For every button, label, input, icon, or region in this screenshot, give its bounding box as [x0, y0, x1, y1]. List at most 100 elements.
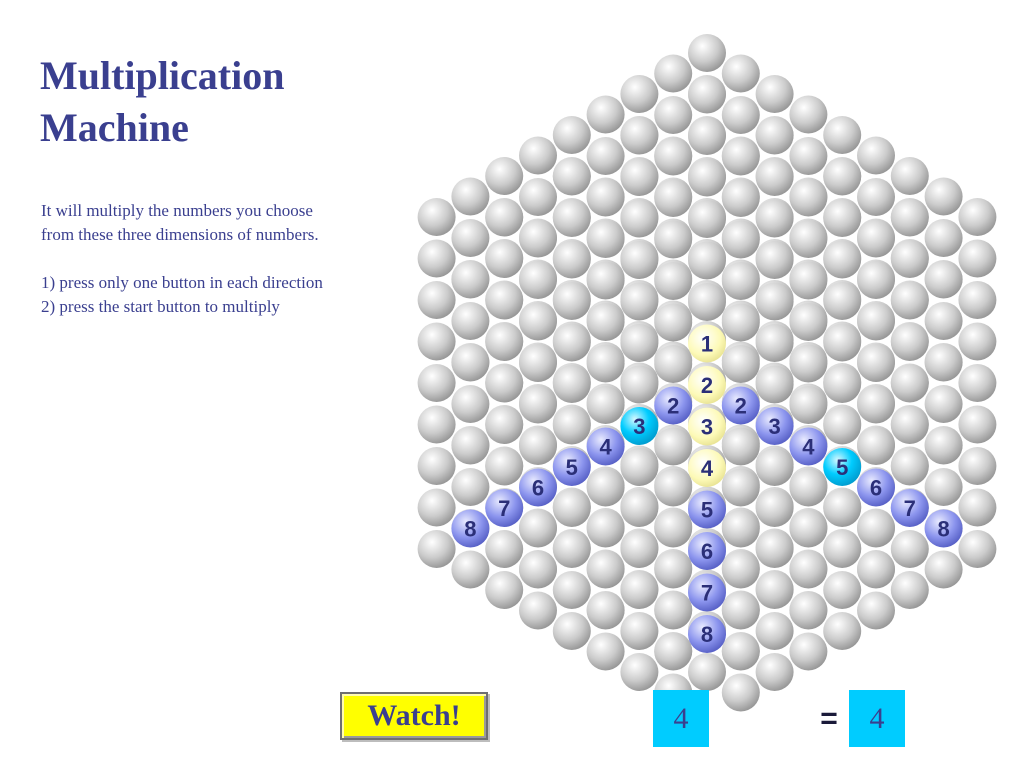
grey-ball	[890, 364, 929, 403]
grey-ball	[789, 261, 828, 300]
right-dimension-button-6[interactable]: 6	[857, 468, 895, 507]
left-dimension-button-6[interactable]: 6	[519, 468, 557, 507]
grey-ball	[924, 260, 963, 299]
grey-ball	[519, 385, 557, 424]
left-dimension-button-4-label: 4	[599, 435, 612, 460]
left-dimension-button-6-label: 6	[532, 476, 544, 501]
grey-ball	[823, 116, 862, 154]
right-dimension-button-8-ball[interactable]	[924, 509, 963, 548]
grey-ball	[654, 54, 693, 93]
left-dimension-button-4-ball[interactable]	[586, 427, 625, 466]
grey-ball	[654, 96, 693, 134]
grey-ball	[451, 177, 490, 216]
grey-ball	[451, 468, 490, 506]
vertical-dimension-button-4[interactable]: 4	[688, 449, 726, 487]
vertical-dimension-button-1[interactable]: 1	[688, 324, 726, 363]
grey-ball	[755, 571, 794, 609]
grey-ball	[857, 219, 895, 258]
grey-ball	[789, 220, 828, 258]
grey-ball	[620, 448, 659, 486]
grey-ball	[654, 468, 693, 507]
right-dimension-button-4[interactable]: 4	[789, 427, 828, 466]
vertical-dimension-button-2-ball[interactable]	[688, 366, 726, 404]
vertical-dimension-button-5-ball[interactable]	[688, 490, 726, 529]
vertical-dimension-button-8-ball[interactable]	[688, 615, 726, 653]
grey-ball	[586, 468, 625, 507]
left-dimension-button-8[interactable]: 8	[451, 509, 490, 548]
grey-ball	[890, 240, 929, 278]
left-dimension-button-2[interactable]: 2	[654, 386, 693, 425]
right-dimension-button-7[interactable]: 7	[890, 489, 929, 527]
right-dimension-button-2-ball[interactable]	[721, 386, 760, 425]
left-dimension-button-5[interactable]: 5	[552, 448, 591, 486]
right-dimension-button-4-ball[interactable]	[789, 427, 828, 466]
right-dimension-button-5-ball[interactable]	[823, 448, 862, 486]
right-dimension-button-8[interactable]: 8	[924, 509, 963, 548]
grey-ball	[451, 426, 490, 465]
left-dimension-button-3[interactable]: 3	[620, 407, 659, 445]
vertical-dimension-button-2-label: 2	[701, 373, 713, 398]
grey-ball	[823, 612, 862, 650]
grey-ball	[552, 199, 591, 237]
grey-ball	[519, 178, 557, 216]
grey-ball	[485, 323, 524, 361]
grey-ball	[688, 241, 726, 280]
grey-ball	[721, 673, 760, 712]
left-dimension-button-7-ball[interactable]	[485, 489, 524, 527]
vertical-dimension-button-2[interactable]: 2	[688, 366, 726, 404]
grey-ball	[857, 385, 895, 424]
grey-ball	[620, 241, 659, 279]
left-dimension-button-3-ball[interactable]	[620, 407, 659, 445]
right-dimension-button-3-label: 3	[768, 414, 780, 439]
vertical-dimension-button-8-label: 8	[701, 622, 713, 647]
vertical-dimension-button-7[interactable]: 7	[688, 573, 726, 612]
grey-ball	[755, 158, 794, 196]
vertical-dimension-button-3[interactable]: 3	[688, 407, 726, 446]
left-dimension-button-2-ball[interactable]	[654, 386, 693, 425]
grey-ball	[552, 282, 591, 320]
grey-ball	[857, 302, 895, 341]
vertical-dimension-button-6-ball[interactable]	[688, 532, 726, 570]
vertical-dimension-button-6[interactable]: 6	[688, 532, 726, 570]
watch-start-button[interactable]: Watch!	[340, 692, 488, 740]
left-dimension-button-4[interactable]: 4	[586, 427, 625, 466]
grey-ball	[721, 550, 760, 589]
instructions: It will multiply the numbers you choose …	[41, 199, 401, 319]
vertical-dimension-button-4-ball[interactable]	[688, 449, 726, 487]
grey-ball	[552, 406, 591, 445]
factor-display-box: 4	[653, 690, 709, 747]
vertical-dimension-button-3-label: 3	[701, 415, 713, 440]
grey-ball	[620, 489, 659, 527]
grey-ball	[890, 323, 929, 361]
grey-ball	[755, 116, 794, 155]
left-dimension-button-5-ball[interactable]	[552, 448, 591, 486]
grey-ball	[857, 427, 895, 465]
right-dimension-button-5-label: 5	[836, 455, 848, 480]
left-dimension-button-8-ball[interactable]	[451, 509, 490, 548]
right-dimension-button-2[interactable]: 2	[721, 386, 760, 425]
grey-ball	[519, 509, 557, 548]
vertical-dimension-button-1-ball[interactable]	[688, 324, 726, 363]
vertical-dimension-button-3-ball[interactable]	[688, 407, 726, 446]
left-dimension-button-3-label: 3	[633, 414, 645, 439]
grey-ball	[890, 571, 929, 609]
right-dimension-button-3-ball[interactable]	[755, 407, 794, 445]
grey-ball	[890, 281, 929, 320]
right-dimension-button-3[interactable]: 3	[755, 407, 794, 445]
left-dimension-button-6-ball[interactable]	[519, 468, 557, 507]
right-dimension-button-5[interactable]: 5	[823, 448, 862, 486]
vertical-dimension-button-7-ball[interactable]	[688, 573, 726, 612]
grey-ball	[688, 653, 726, 691]
grey-ball	[586, 591, 625, 630]
left-dimension-button-7[interactable]: 7	[485, 489, 524, 527]
grey-ball	[721, 262, 760, 300]
vertical-dimension-button-8[interactable]: 8	[688, 615, 726, 653]
grey-ball	[721, 632, 760, 671]
right-dimension-button-7-ball[interactable]	[890, 489, 929, 527]
grey-ball	[755, 612, 794, 650]
vertical-dimension-button-5[interactable]: 5	[688, 490, 726, 529]
grey-ball	[857, 509, 895, 548]
grey-ball	[586, 509, 625, 548]
right-dimension-button-6-ball[interactable]	[857, 468, 895, 507]
grey-ball	[857, 178, 895, 216]
